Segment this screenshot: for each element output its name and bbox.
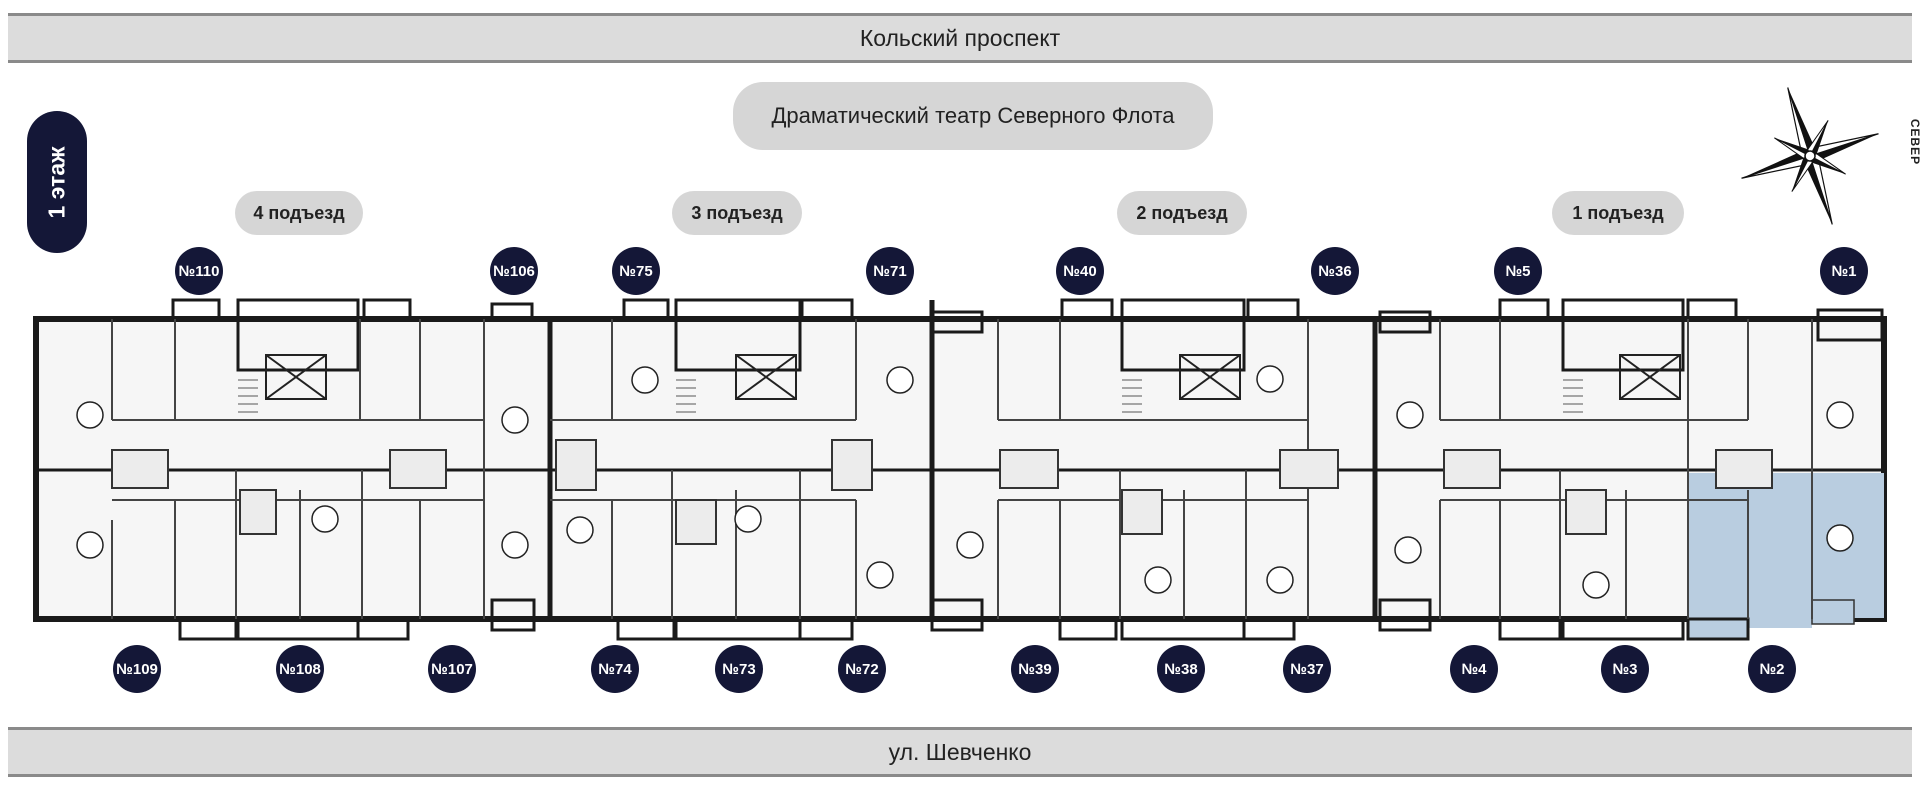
entrance-1-pill[interactable]: 1 подъезд bbox=[1552, 191, 1684, 235]
landmark-theater: Драматический театр Северного Флота bbox=[733, 82, 1213, 150]
apartment-badge-3[interactable]: №3 bbox=[1601, 645, 1649, 693]
apartment-badge-107[interactable]: №107 bbox=[428, 645, 476, 693]
apartment-badge-37[interactable]: №37 bbox=[1283, 645, 1331, 693]
entrance-3-pill[interactable]: 3 подъезд bbox=[672, 191, 802, 235]
apartment-badge-4[interactable]: №4 bbox=[1450, 645, 1498, 693]
apartment-badge-75[interactable]: №75 bbox=[612, 247, 660, 295]
apartment-badge-38[interactable]: №38 bbox=[1157, 645, 1205, 693]
street-top-label: Кольский проспект bbox=[8, 13, 1912, 63]
apartment-badge-108[interactable]: №108 bbox=[276, 645, 324, 693]
apartment-badge-110[interactable]: №110 bbox=[175, 247, 223, 295]
apartment-badge-109[interactable]: №109 bbox=[113, 645, 161, 693]
entrance-2-pill[interactable]: 2 подъезд bbox=[1117, 191, 1247, 235]
floor-badge[interactable]: 1 этаж bbox=[27, 111, 87, 253]
compass-rose-icon bbox=[1741, 87, 1879, 225]
apartment-badge-40[interactable]: №40 bbox=[1056, 247, 1104, 295]
apartment-badge-73[interactable]: №73 bbox=[715, 645, 763, 693]
apartment-badge-36[interactable]: №36 bbox=[1311, 247, 1359, 295]
apartment-badge-106[interactable]: №106 bbox=[490, 247, 538, 295]
apartment-badge-2[interactable]: №2 bbox=[1748, 645, 1796, 693]
compass-north-label: СЕВЕР bbox=[1908, 118, 1920, 166]
apartment-badge-74[interactable]: №74 bbox=[591, 645, 639, 693]
apartment-badge-39[interactable]: №39 bbox=[1011, 645, 1059, 693]
apartment-badge-72[interactable]: №72 bbox=[838, 645, 886, 693]
apartment-badge-5[interactable]: №5 bbox=[1494, 247, 1542, 295]
entrance-4-pill[interactable]: 4 подъезд bbox=[235, 191, 363, 235]
apartment-badge-71[interactable]: №71 bbox=[866, 247, 914, 295]
apartment-badge-1[interactable]: №1 bbox=[1820, 247, 1868, 295]
street-bottom-label: ул. Шевченко bbox=[8, 727, 1912, 777]
